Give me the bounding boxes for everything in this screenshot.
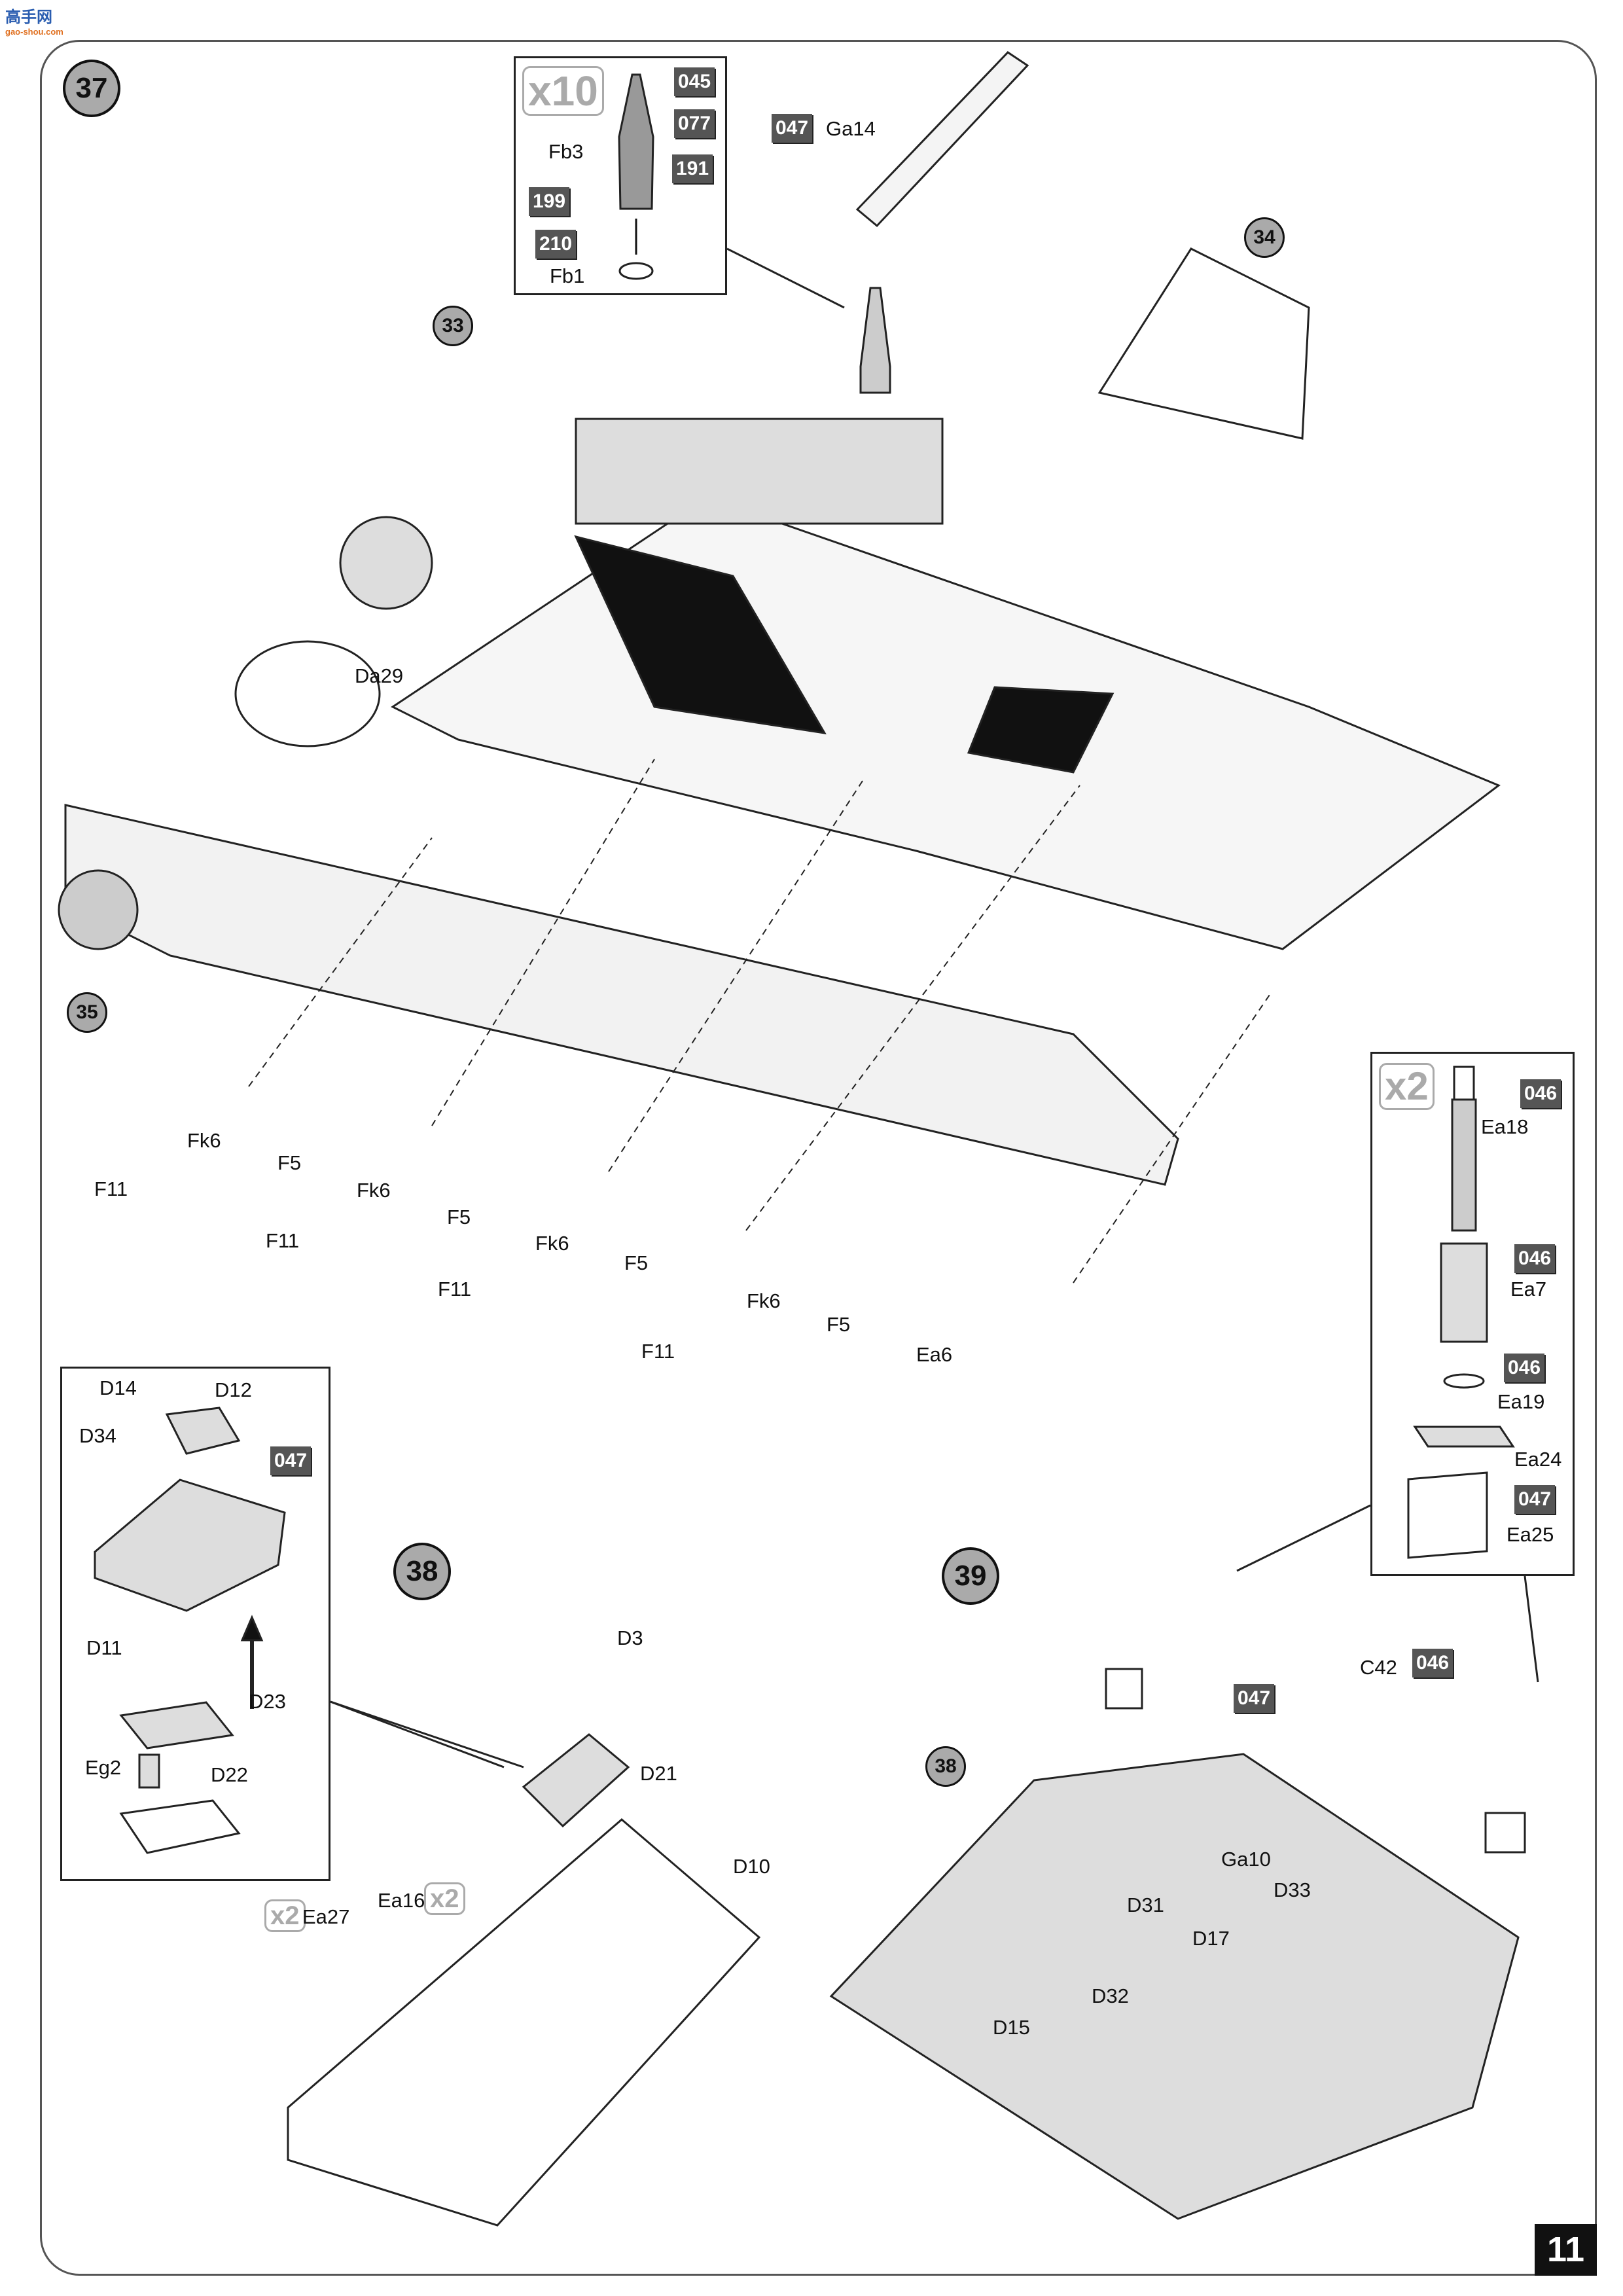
paint-code: 191 [672,154,713,183]
part-label: Ea18 [1481,1115,1529,1138]
part-label: D10 [733,1855,770,1878]
part-label: D3 [617,1626,643,1649]
spring-drawing [1407,1066,1515,1559]
multiplier-badge: x2 [264,1899,306,1932]
page-number: 11 [1535,2224,1597,2276]
part-label: F11 [94,1177,128,1200]
part-label: D31 [1127,1893,1164,1916]
radiator [967,686,1115,774]
part-label: Ea27 [302,1905,350,1928]
paint-code: 047 [772,114,812,143]
part-label: D11 [86,1636,122,1659]
part-label: Ea16 [378,1889,425,1912]
part-label: Da29 [355,664,404,687]
part-label: Ea19 [1497,1390,1545,1413]
floor-plate-39 [829,1753,1520,2220]
radiator [574,535,827,734]
shell [859,287,891,394]
part-label: F11 [641,1340,675,1363]
spring-unit [1484,1812,1526,1854]
ref-step-33: 33 [433,306,473,346]
part-label: Fb3 [548,140,584,163]
part-label: Fk6 [187,1129,221,1152]
paint-code: 199 [529,187,569,216]
ga14-part [855,51,1029,228]
part-label: Eg2 [85,1756,122,1779]
paint-code: 047 [1514,1485,1555,1514]
paint-code: 047 [270,1446,311,1475]
multiplier-badge: x2 [1379,1063,1435,1110]
multiplier-badge: x10 [522,66,604,117]
part-label: Fb1 [550,264,585,287]
ref-step-35: 35 [67,992,107,1033]
part-label: Ga10 [1221,1848,1271,1871]
spring-inset: x2 [1370,1052,1575,1576]
ammo-rack [575,418,944,525]
part-label: D34 [79,1424,116,1447]
part-label: F11 [438,1278,472,1300]
paint-code: 046 [1412,1649,1453,1677]
step-number-37: 37 [63,60,120,117]
paint-code: 046 [1520,1079,1561,1108]
part-label: F5 [277,1151,302,1174]
part-label: D33 [1274,1878,1311,1901]
floor-plate-38 [287,1818,761,2227]
paint-code: 210 [535,230,576,259]
part-label: Ea24 [1514,1448,1562,1471]
driver-seat [522,1733,630,1828]
part-label: D14 [99,1376,137,1399]
part-label: Ea7 [1510,1278,1547,1300]
part-label: F5 [624,1251,649,1274]
step-number-38: 38 [393,1543,451,1600]
shell-drawing [618,73,654,280]
part-label: D17 [1192,1927,1230,1950]
part-label: Ga14 [826,117,876,140]
page-frame [40,40,1597,2276]
logo-text: 高手网 [5,9,52,26]
ref-step-34: 34 [1244,217,1285,258]
paint-code: 046 [1504,1354,1544,1382]
part-label: D12 [215,1378,252,1401]
logo-sub: gao-shou.com [5,27,63,37]
part-label: D22 [211,1763,248,1786]
part-label: D23 [249,1690,286,1713]
part-label: D21 [640,1762,677,1785]
part-label: F5 [447,1206,471,1229]
paint-code: 047 [1234,1684,1274,1713]
hull-floor [391,496,1501,950]
part-label: F11 [266,1229,300,1252]
part-label: F5 [827,1313,851,1336]
part-label: D15 [993,2016,1030,2039]
final-drive [339,516,433,610]
part-label: D32 [1092,1984,1129,2007]
part-label: Fk6 [357,1179,391,1202]
controls-drawing [94,1407,286,1854]
part-label: C42 [1360,1656,1397,1679]
step-number-39: 39 [942,1547,999,1605]
part-label: Fk6 [747,1289,781,1312]
part-label: Ea6 [916,1343,953,1366]
sprocket [58,869,139,950]
plate-34 [1097,247,1310,440]
controls-inset [60,1367,330,1881]
part-label: Ea25 [1507,1523,1554,1546]
paint-code: 045 [674,67,715,96]
multiplier-badge: x2 [424,1882,465,1915]
paint-code: 077 [674,109,715,138]
paint-code: 046 [1514,1244,1555,1273]
ref-step-38: 38 [925,1746,966,1787]
spring-unit [1105,1668,1143,1710]
part-label: Fk6 [535,1232,569,1255]
da29-part [234,640,381,747]
